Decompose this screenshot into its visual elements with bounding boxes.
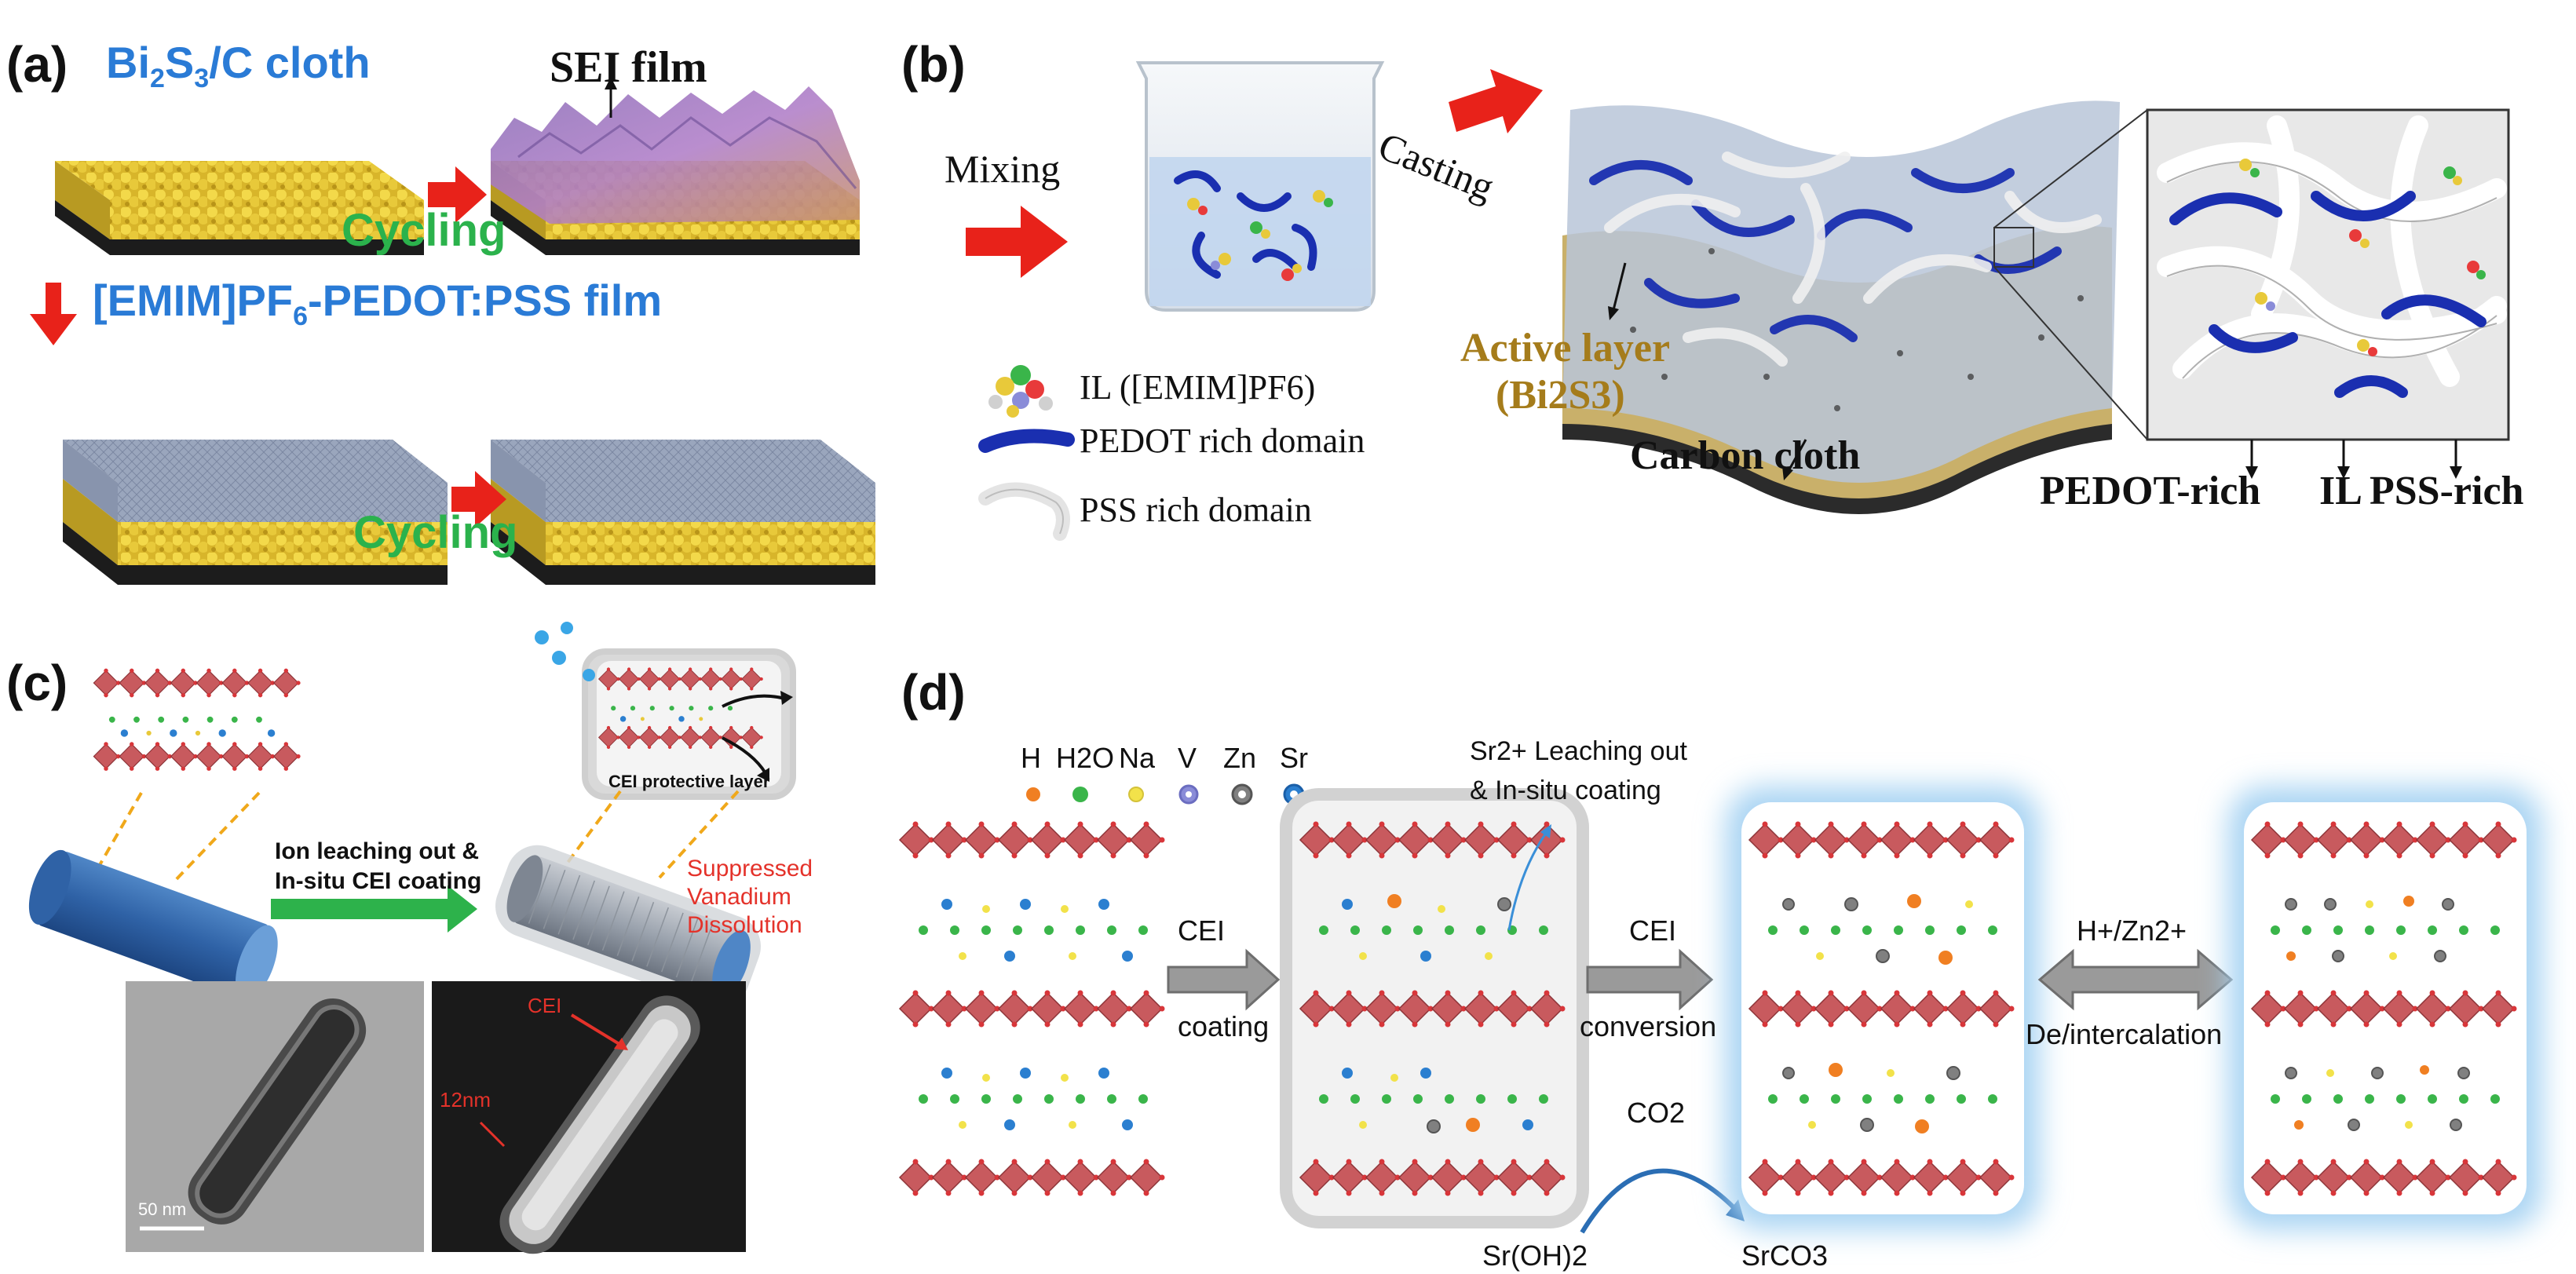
suppressed-label-1: Suppressed	[687, 856, 813, 882]
arrow-mixing	[966, 206, 1068, 278]
arrow-casting	[1449, 69, 1543, 133]
tem-scale-label: 50 nm	[138, 1199, 187, 1219]
sei-film-slab	[491, 77, 860, 255]
legend-h-label: H	[1021, 742, 1041, 774]
cei-conversion-label-1: CEI	[1629, 914, 1677, 947]
sr-leach-curve	[1507, 831, 1548, 931]
sei-film-label: SEI film	[550, 43, 707, 92]
legend-zn-label: Zn	[1223, 742, 1257, 774]
zoom-box	[1993, 108, 2510, 479]
suppressed-label-2: Vanadium	[687, 884, 791, 910]
panel-b-letter: (b)	[901, 36, 966, 93]
sr-leaching-label-1: Sr2+ Leaching out	[1470, 736, 1687, 766]
ion-leaching-label-2: In-situ CEI coating	[275, 868, 482, 894]
nanorod-coated	[495, 845, 762, 1008]
cei-protective-layer-label: CEI protective layer	[608, 772, 770, 791]
cycling-label-top: Cycling	[342, 205, 506, 256]
cei-conversion-label-2: conversion	[1580, 1010, 1717, 1042]
carbon-cloth-label: Carbon cloth	[1630, 433, 1861, 478]
nanorod-pristine	[28, 849, 278, 1000]
cast-film-electrode	[1562, 100, 2120, 514]
arrow-a-right-top	[428, 166, 487, 223]
pedot-film-slab-left	[63, 440, 448, 585]
arrow-a-down	[30, 283, 77, 345]
stem-thickness-label: 12nm	[440, 1088, 491, 1112]
sroh2-label: Sr(OH)2	[1482, 1239, 1588, 1272]
panel-a-letter: (a)	[6, 36, 68, 93]
arrow-cei-conversion	[1586, 948, 1714, 1011]
bi2s3-cloth-slab	[55, 161, 424, 255]
beaker	[1135, 61, 1385, 312]
arrow-cei-coating	[1167, 948, 1281, 1011]
stem-image	[432, 981, 746, 1254]
tem-image	[126, 981, 424, 1252]
structure-cycled	[2252, 822, 2517, 1196]
structure-pristine	[900, 822, 1165, 1196]
suppressed-label-3: Dissolution	[687, 912, 802, 938]
de-intercalation-label: De/intercalation	[2026, 1018, 2223, 1050]
layered-structure-left	[93, 669, 300, 771]
panel-a-title: Bi2S3/C cloth	[106, 38, 371, 94]
panel-d-graphics	[900, 783, 2542, 1234]
panel-c-letter: (c)	[6, 655, 68, 711]
cei-coating-label-1: CEI	[1178, 914, 1226, 947]
arrow-green-cei	[271, 885, 477, 933]
legend-il-molecule	[988, 365, 1053, 418]
legend-pedot-label: PEDOT rich domain	[1080, 422, 1365, 460]
structure-cei-converted	[1749, 822, 2015, 1196]
legend-dots	[1026, 783, 1305, 805]
co2-label: CO2	[1627, 1097, 1686, 1129]
pedot-film-label: [EMIM]PF6-PEDOT:PSS film	[93, 276, 663, 332]
stem-cei-label: CEI	[528, 994, 562, 1017]
structure-cei-coated	[1300, 822, 1566, 1196]
cei-coated-structure	[582, 648, 796, 800]
arrow-de-intercalation	[2037, 948, 2234, 1011]
active-layer-label: Active layer	[1460, 326, 1671, 371]
legend-pss-line	[978, 482, 1070, 541]
active-layer-material: (Bi2S3)	[1496, 373, 1625, 418]
mixing-label: Mixing	[945, 147, 1061, 191]
panel-b-graphics	[966, 61, 2510, 541]
panel-d-letter: (d)	[901, 664, 966, 721]
panel-a-graphics	[30, 77, 875, 585]
zoom-il-label: IL	[2319, 469, 2362, 513]
legend-il-label: IL ([EMIM]PF6)	[1080, 368, 1316, 407]
zoom-pedot-label: PEDOT-rich	[2040, 469, 2261, 513]
arrow-a-right-bottom	[451, 471, 506, 527]
ion-leaching-label-1: Ion leaching out &	[275, 838, 479, 864]
cycling-label-bottom: Cycling	[353, 507, 518, 558]
panel-c-graphics	[28, 622, 796, 1254]
leached-ions	[535, 622, 595, 681]
legend-h2o-label: H2O	[1056, 742, 1115, 774]
legend-na-label: Na	[1119, 742, 1156, 774]
srco3-label: SrCO3	[1741, 1239, 1829, 1272]
cei-coating-label-2: coating	[1178, 1010, 1270, 1042]
legend-v-label: V	[1178, 742, 1197, 774]
pedot-film-slab-right	[491, 440, 875, 585]
h-zn-label: H+/Zn2+	[2077, 914, 2187, 947]
legend-pedot-line	[978, 429, 1075, 453]
co2-arc	[1580, 1168, 1737, 1234]
legend-sr-label: Sr	[1280, 742, 1308, 774]
sr-leaching-label-2: & In-situ coating	[1470, 776, 1661, 805]
zoom-pss-label: PSS-rich	[2370, 469, 2524, 513]
legend-pss-label: PSS rich domain	[1080, 491, 1312, 529]
